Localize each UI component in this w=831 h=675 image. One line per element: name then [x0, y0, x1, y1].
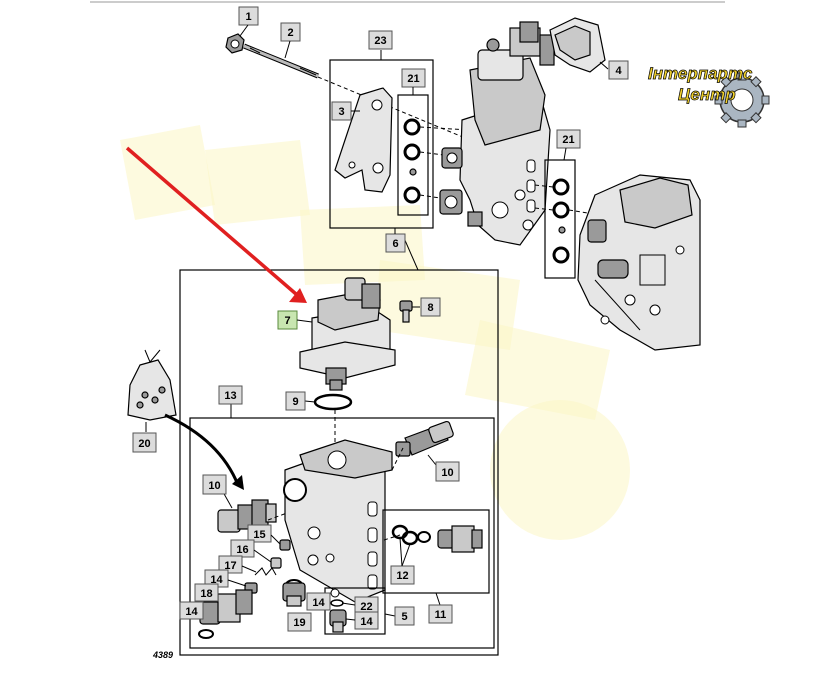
cartridge-valve-10-right [395, 420, 454, 457]
callout-11: 11 [428, 604, 453, 624]
svg-text:15: 15 [253, 529, 265, 541]
watermark [120, 125, 630, 540]
transmission-housing [577, 174, 701, 351]
callout-7: 7 [277, 310, 313, 330]
interparts-logo: Інтерпартс Центр [648, 64, 770, 128]
callout-19: 19 [287, 612, 312, 632]
svg-text:8: 8 [427, 302, 433, 314]
callout-5: 5 [394, 606, 415, 626]
screw-8 [399, 300, 413, 323]
drawing-code: 4389 [152, 650, 173, 660]
svg-text:16: 16 [236, 544, 248, 556]
callout-12: 12 [390, 537, 415, 585]
svg-text:4: 4 [615, 65, 622, 77]
svg-text:11: 11 [435, 609, 447, 621]
callout-1: 1 [238, 6, 259, 37]
check-valve-5 [329, 588, 347, 633]
callout-21-right: 21 [556, 129, 581, 161]
valve-housing-top [459, 21, 555, 246]
callout-8: 8 [420, 297, 441, 317]
callout-22: 22 [341, 596, 379, 615]
svg-text:10: 10 [208, 480, 220, 492]
callout-9: 9 [285, 391, 306, 411]
parts-bag-20 [127, 349, 177, 421]
callout-13: 13 [218, 385, 243, 405]
red-indicator-arrow [125, 146, 307, 303]
callout-14-c: 14 [306, 592, 331, 611]
callout-17: 17 [218, 555, 257, 574]
pointer-arrow [164, 413, 240, 486]
svg-text:18: 18 [200, 588, 212, 600]
callout-4: 4 [608, 60, 629, 80]
fittings-top [439, 147, 483, 227]
svg-text:17: 17 [224, 560, 236, 572]
callout-14-b: 14 [179, 601, 204, 620]
svg-text:12: 12 [396, 570, 408, 582]
svg-text:2: 2 [287, 27, 293, 39]
svg-text:14: 14 [185, 606, 198, 618]
callout-2: 2 [280, 22, 301, 59]
svg-text:3: 3 [338, 106, 344, 118]
callout-14-a: 14 [204, 569, 247, 588]
svg-text:6: 6 [392, 238, 398, 250]
logo-line-2: Центр [678, 85, 736, 104]
frame-6 [179, 269, 499, 656]
svg-text:21: 21 [562, 134, 574, 146]
solenoid-valve-7 [299, 277, 396, 391]
callout-20: 20 [132, 432, 157, 453]
valve-block [283, 439, 393, 603]
svg-text:19: 19 [293, 617, 305, 629]
callout-14-d: 14 [345, 611, 379, 630]
callout-18: 18 [194, 583, 219, 602]
callout-10-right: 10 [435, 461, 460, 482]
callout-21-left: 21 [401, 68, 426, 95]
svg-text:14: 14 [210, 574, 223, 586]
svg-text:20: 20 [138, 438, 150, 450]
logo-line-1: Інтерпартс [648, 64, 753, 83]
callout-23: 23 [368, 30, 393, 50]
svg-text:21: 21 [407, 73, 419, 85]
plug-19 [282, 579, 306, 607]
upper-assembly [225, 17, 701, 351]
svg-text:9: 9 [292, 396, 298, 408]
cartridge-valve-10-left [217, 499, 277, 533]
svg-text:10: 10 [441, 467, 453, 479]
svg-text:5: 5 [401, 611, 407, 623]
svg-text:14: 14 [360, 616, 373, 628]
callout-10-left: 10 [202, 474, 227, 495]
callout-3: 3 [331, 101, 360, 121]
frame-13 [189, 417, 495, 649]
svg-text:23: 23 [374, 35, 386, 47]
callout-15: 15 [247, 524, 281, 545]
svg-text:7: 7 [284, 315, 290, 327]
small-parts [244, 539, 291, 594]
o-ring-9 [313, 393, 353, 411]
frame-21-right [544, 159, 576, 279]
frame-5 [324, 587, 386, 635]
svg-text:14: 14 [312, 597, 325, 609]
svg-text:1: 1 [245, 11, 251, 23]
callout-6: 6 [385, 228, 406, 253]
callouts: 1 2 23 21 3 4 21 [132, 6, 629, 632]
relief-valve-18 [198, 589, 253, 639]
valve-11 [391, 524, 483, 553]
svg-text:22: 22 [360, 601, 372, 613]
stud-2 [243, 43, 319, 79]
svg-text:13: 13 [224, 390, 236, 402]
bracket-4 [549, 17, 606, 73]
